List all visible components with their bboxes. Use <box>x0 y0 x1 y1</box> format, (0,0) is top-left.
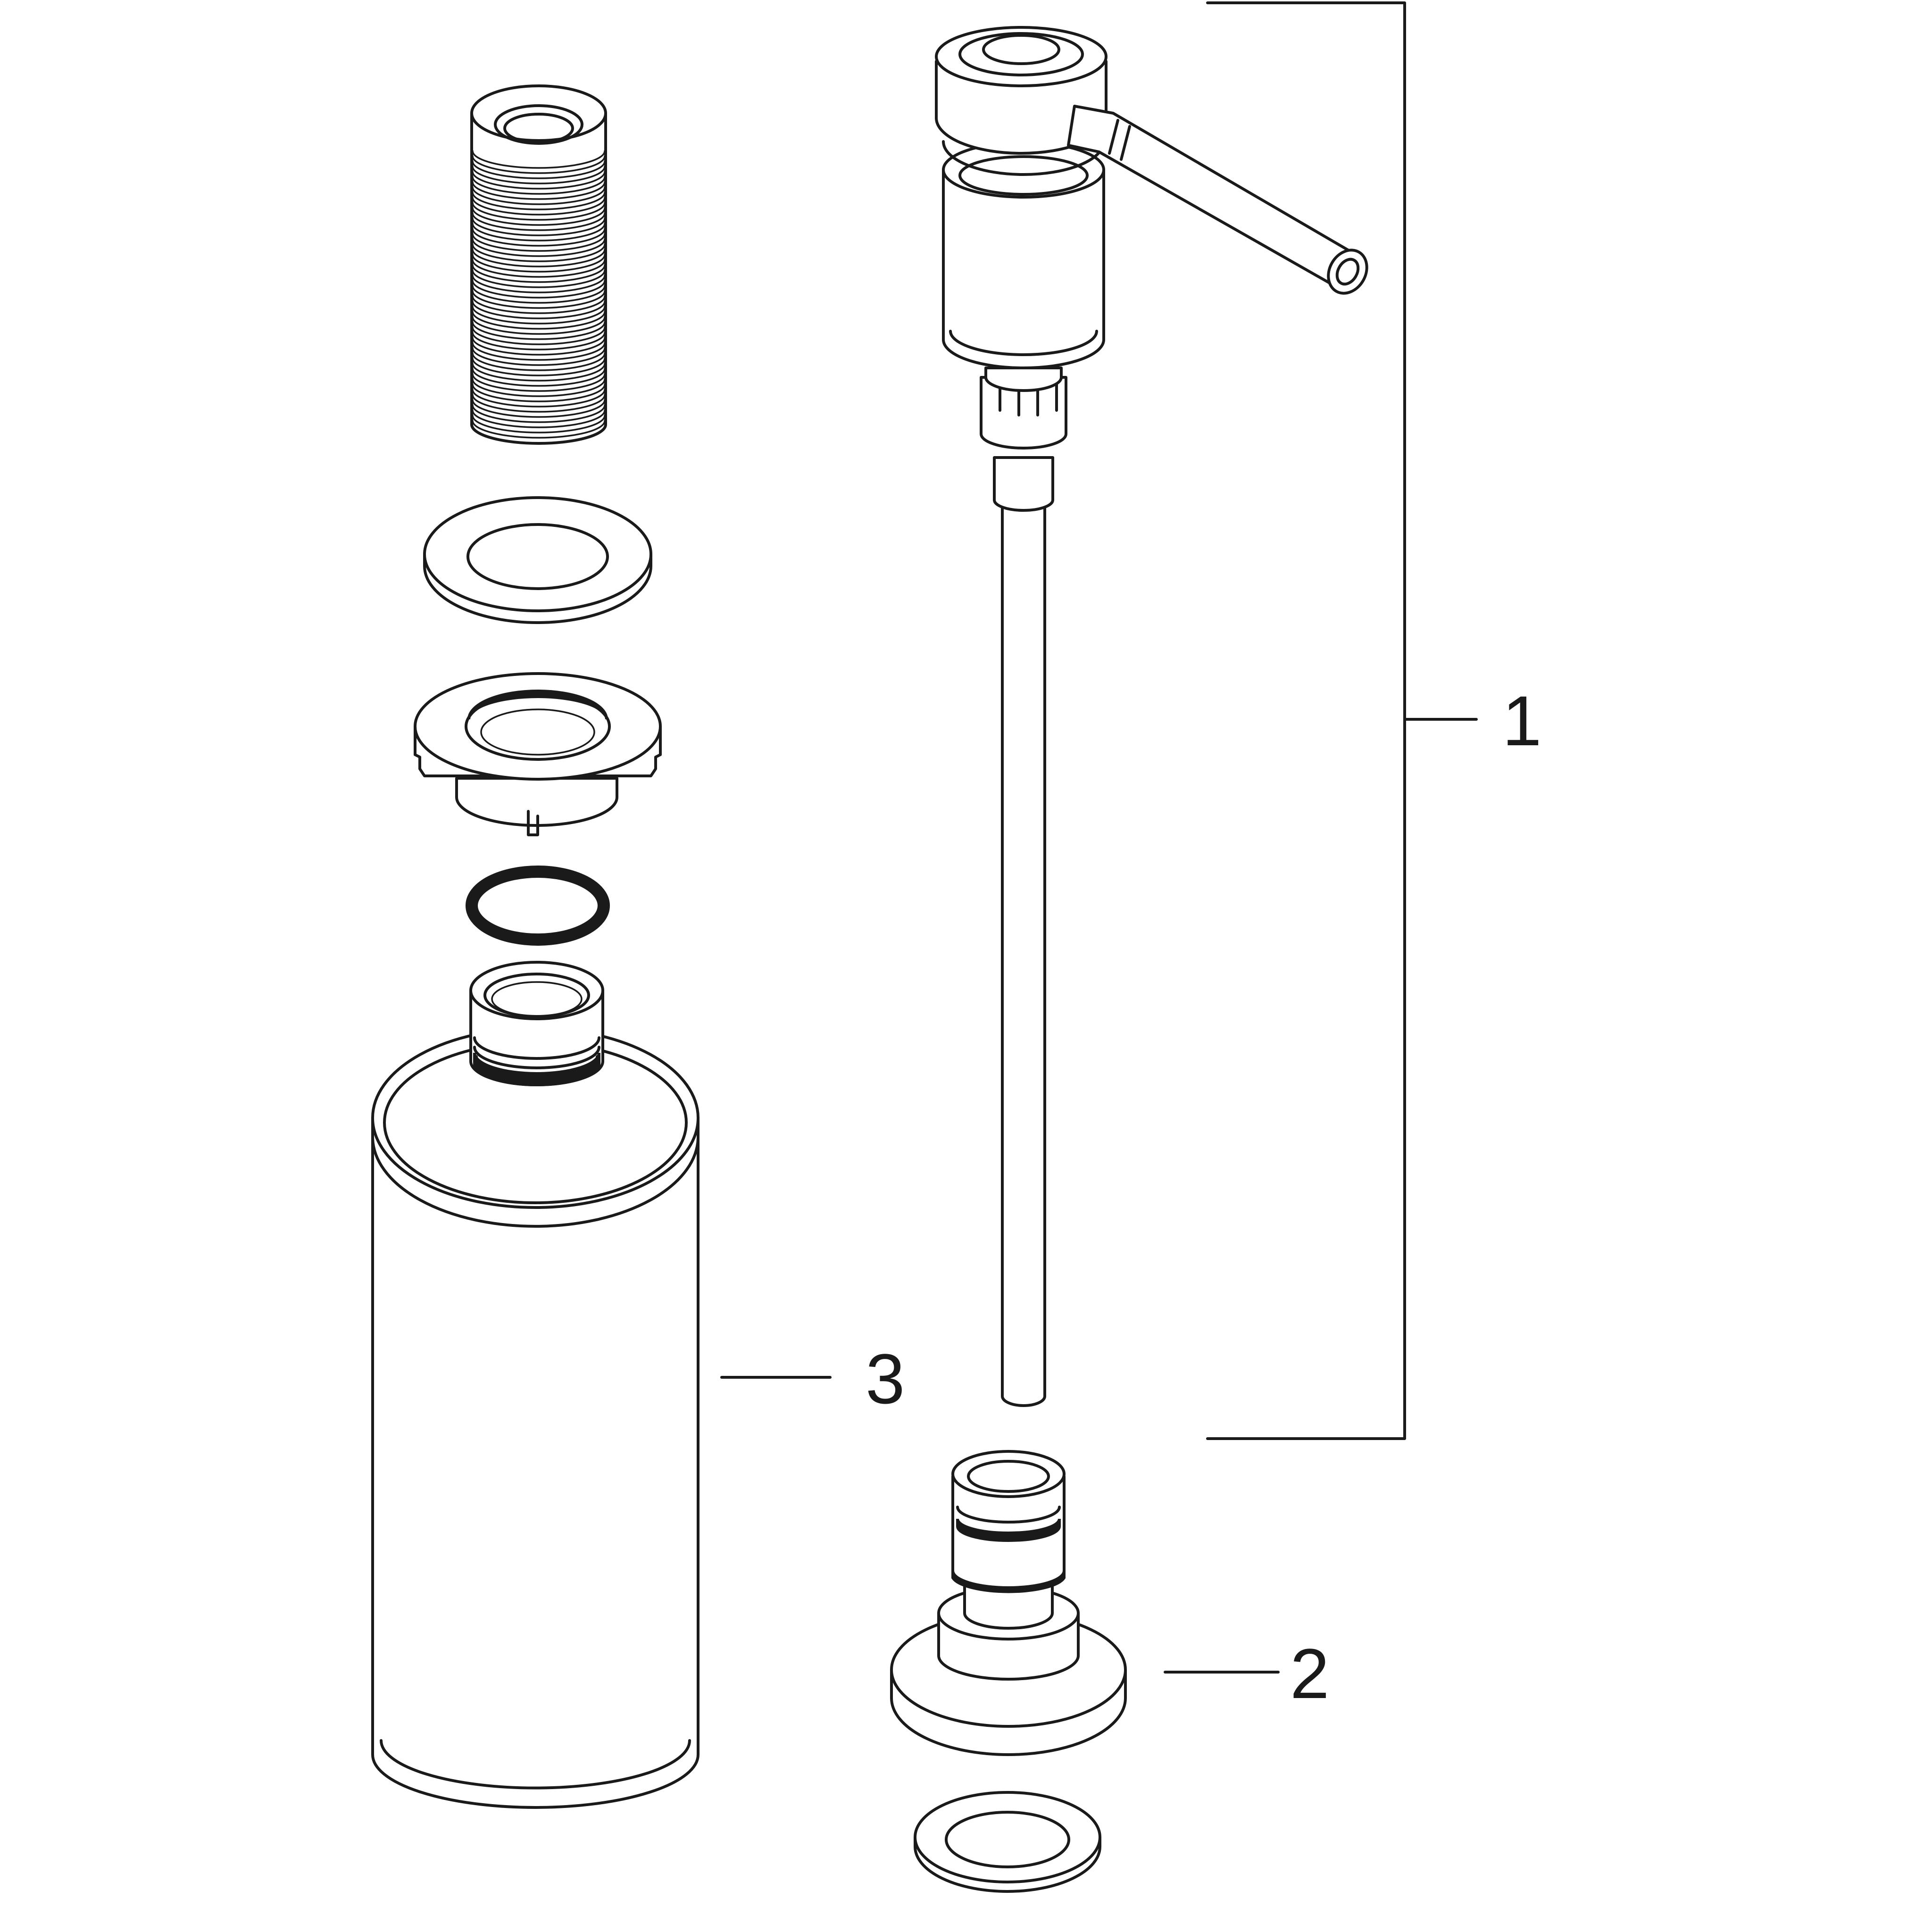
callout-1-label: 1 <box>1502 681 1541 760</box>
thread-line <box>472 155 606 174</box>
soap-bottle <box>371 961 700 1809</box>
thread-line <box>472 332 606 350</box>
callout-1-bracket <box>1206 1 1478 1440</box>
thread-line <box>472 290 606 309</box>
thread-line <box>472 202 606 221</box>
thread-line <box>472 368 606 387</box>
thread-line <box>472 259 606 278</box>
thread-line <box>472 181 606 200</box>
thread-line <box>472 243 606 262</box>
mounting-nut <box>414 672 662 836</box>
thread-line <box>472 176 606 195</box>
thread-line <box>472 223 606 242</box>
thread-line <box>472 212 606 231</box>
thread-line <box>472 197 606 216</box>
thread-line <box>472 264 606 283</box>
thread-line <box>472 420 606 439</box>
callout-2-label: 2 <box>1290 1634 1329 1713</box>
thread-line <box>472 171 606 190</box>
thread-line <box>472 358 606 376</box>
thread-line <box>472 409 606 428</box>
flange-holder <box>890 1450 1127 1756</box>
thread-line <box>472 275 606 293</box>
thread-line <box>472 321 606 340</box>
thread-line <box>472 383 606 402</box>
thread-line <box>472 280 606 299</box>
thread-line <box>472 337 606 356</box>
thread-line <box>472 363 606 382</box>
thread-line <box>472 300 606 319</box>
thread-line <box>472 186 606 205</box>
pump-assembly <box>935 26 1368 1407</box>
thread-line <box>472 352 606 371</box>
thread-line <box>472 378 606 397</box>
thread-line <box>472 399 606 418</box>
thread-line <box>472 316 606 335</box>
thread-line <box>472 389 606 408</box>
thread-line <box>472 192 606 210</box>
thread-line <box>472 160 606 179</box>
thread-line <box>472 269 606 288</box>
o-ring <box>466 866 610 946</box>
threaded-sleeve <box>470 84 607 445</box>
thread-line <box>472 394 606 413</box>
flat-washer <box>423 496 652 624</box>
thread-line <box>472 150 606 169</box>
thread-line <box>472 306 606 325</box>
thread-line <box>472 249 606 267</box>
thread-line <box>472 347 606 366</box>
thread-line <box>472 404 606 423</box>
thread-line <box>472 295 606 314</box>
thread-line <box>472 207 606 226</box>
thread-line <box>472 217 606 236</box>
thread-line <box>472 326 606 345</box>
thread-line <box>472 285 606 304</box>
thread-line <box>472 228 606 247</box>
thread-line <box>472 342 606 361</box>
thread-line <box>472 415 606 433</box>
thread-line <box>472 311 606 330</box>
bottom-washer <box>914 1791 1101 1893</box>
thread-line <box>472 166 606 184</box>
thread-line <box>472 373 606 392</box>
thread-line <box>472 233 606 252</box>
callout-3-label: 3 <box>866 1339 905 1418</box>
thread-line <box>472 238 606 257</box>
thread-line <box>472 254 606 273</box>
